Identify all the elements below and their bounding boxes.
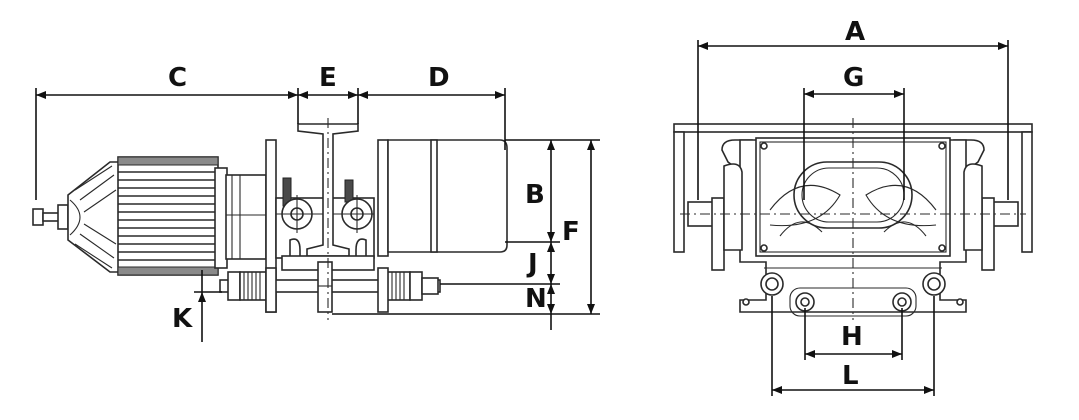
end-view-side-bolts <box>687 163 1019 271</box>
dimension-a: A <box>697 17 1009 200</box>
motor-fan-cover <box>67 161 121 273</box>
label-n: N <box>525 284 547 314</box>
dimension-j: J <box>526 242 555 284</box>
motor-end-bolt <box>32 204 69 230</box>
label-j: J <box>526 249 538 279</box>
motor-body <box>117 156 228 276</box>
label-f: F <box>562 217 580 247</box>
end-view-centerlines <box>680 118 1026 320</box>
dimension-l: L <box>771 296 935 396</box>
dimension-f: F <box>562 140 595 314</box>
dimension-k: K <box>172 270 222 342</box>
dimension-e: E <box>297 63 359 124</box>
label-l: L <box>842 361 859 391</box>
dimension-h: H <box>804 308 903 360</box>
dimension-g: G <box>803 63 905 200</box>
side-view: C E D <box>32 63 600 342</box>
label-k: K <box>172 304 193 334</box>
end-view: A G H L <box>673 17 1033 396</box>
label-g: G <box>843 63 864 93</box>
dimension-b: B <box>525 140 555 242</box>
label-c: C <box>168 63 187 93</box>
label-b: B <box>525 180 545 210</box>
hoist-drum-housing <box>377 139 508 257</box>
label-a: A <box>845 17 865 47</box>
dimension-d: D <box>358 63 506 150</box>
label-h: H <box>841 322 863 352</box>
label-e: E <box>319 63 337 93</box>
dimension-n: N <box>525 284 555 330</box>
cross-shaft <box>219 261 441 313</box>
label-d: D <box>428 63 450 93</box>
dimension-c: C <box>35 63 298 200</box>
